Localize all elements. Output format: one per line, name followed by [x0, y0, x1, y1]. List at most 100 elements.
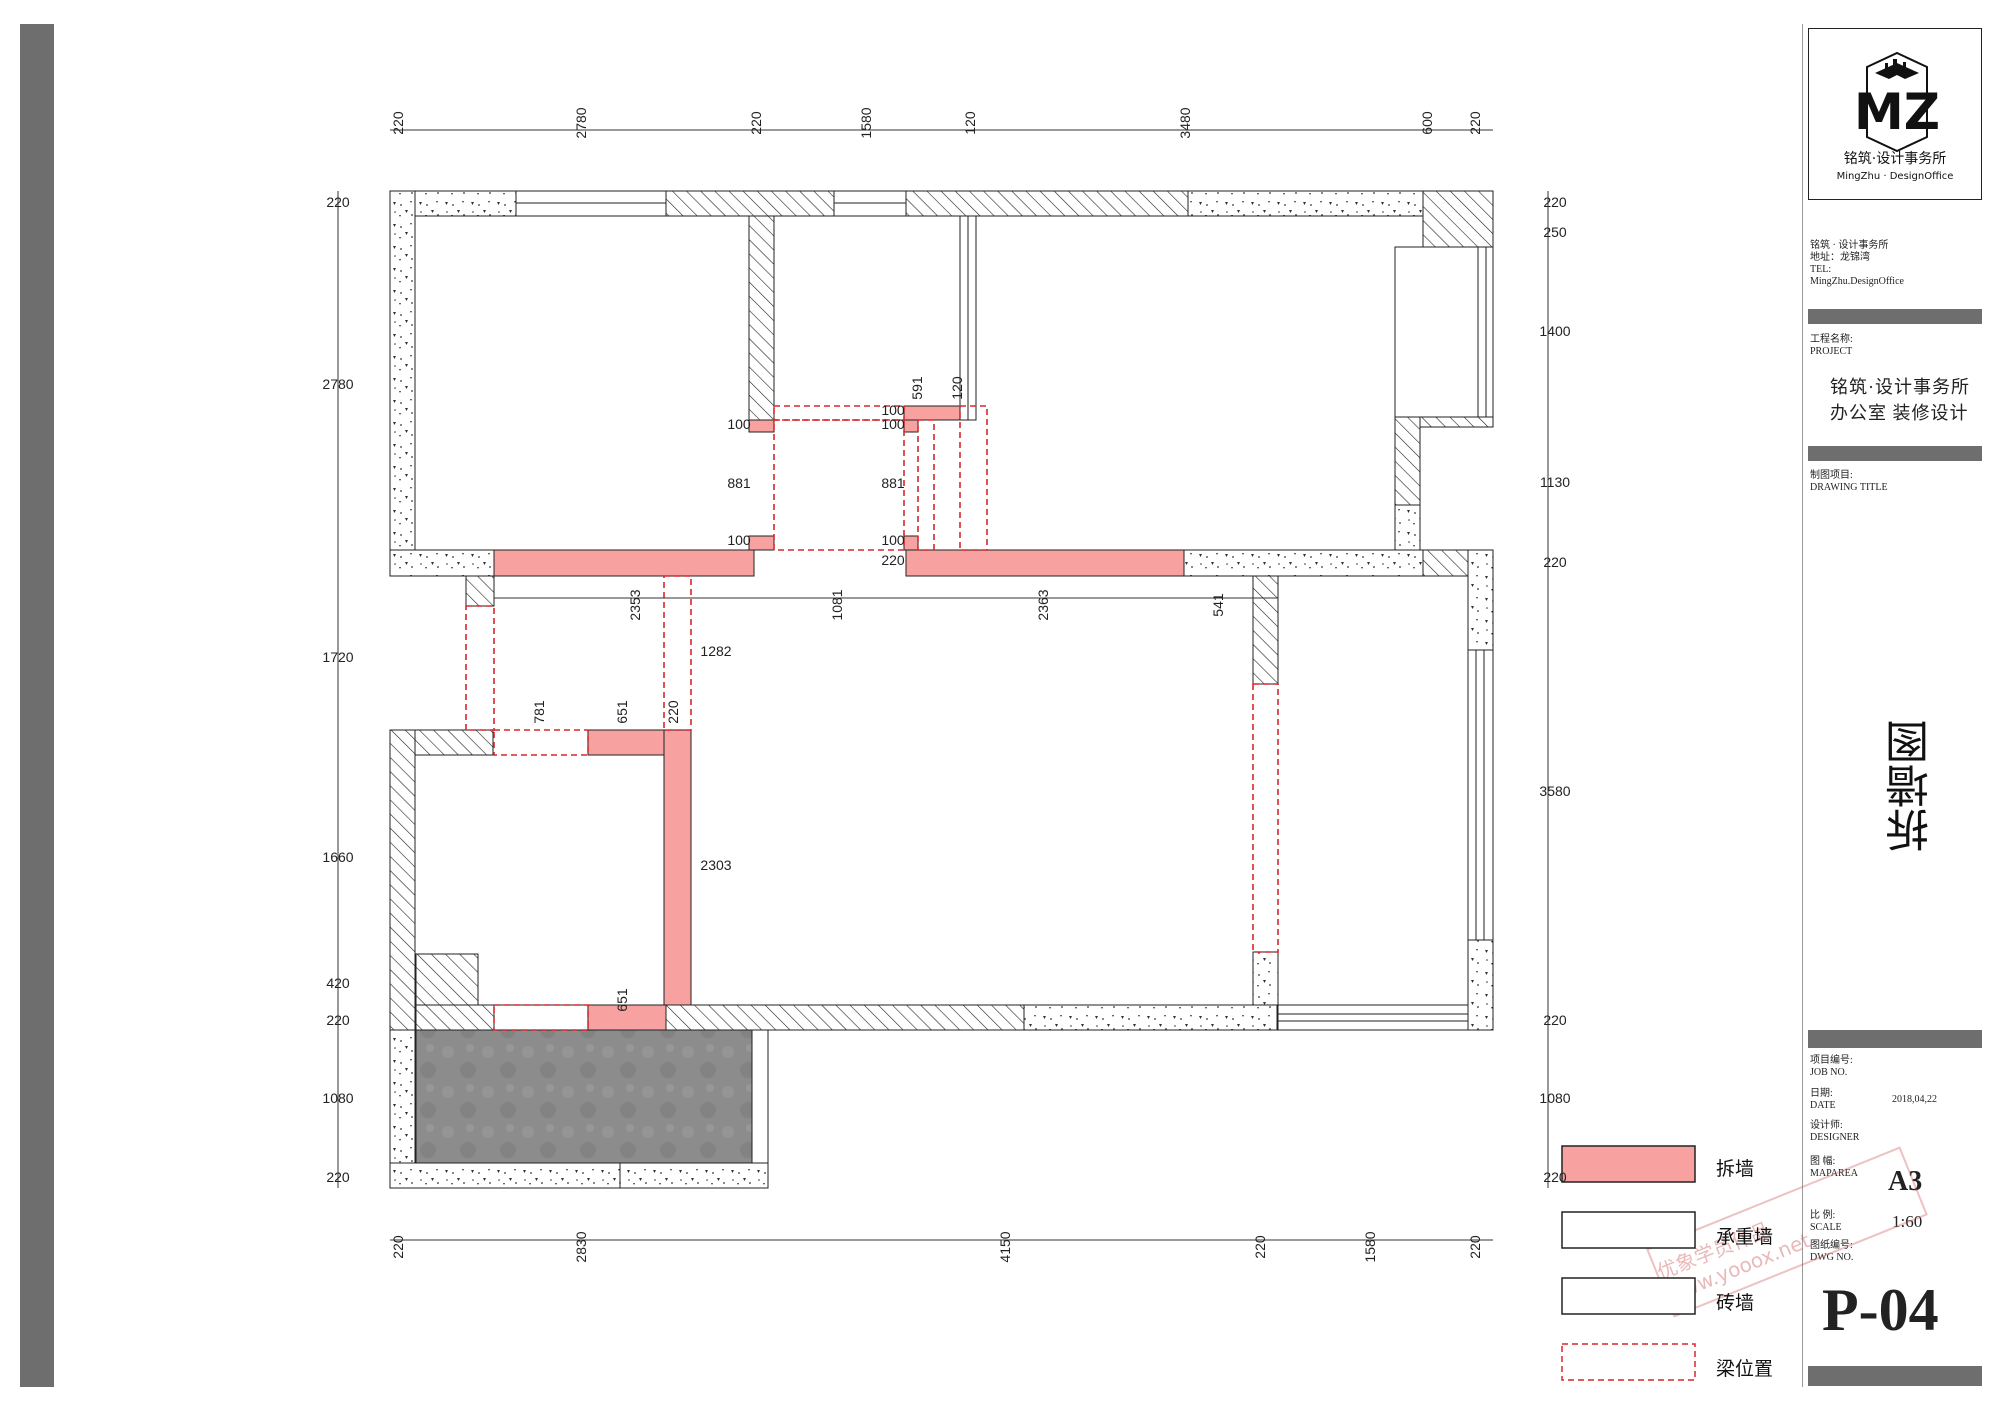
scale-cn: 比 例:	[1810, 1210, 1836, 1221]
dim-bottom-label: 220	[1467, 1235, 1483, 1259]
dim-right-label: 1080	[1539, 1090, 1570, 1106]
dim-top-label: 2780	[573, 107, 589, 138]
legend-swatch-demolish	[1561, 1145, 1696, 1183]
dim-left-label: 1720	[322, 649, 353, 665]
designer-cn: 设计师:	[1810, 1120, 1843, 1131]
dim-right-label: 220	[1543, 194, 1567, 210]
scale-en: SCALE	[1810, 1222, 1842, 1233]
dim-interior-label: 2353	[627, 589, 643, 620]
maparea-cn: 图 幅:	[1810, 1156, 1836, 1167]
dim-interior-label: 220	[665, 700, 681, 724]
dim-bottom-label: 2830	[573, 1231, 589, 1262]
dim-interior-label: 2303	[700, 857, 731, 873]
legend-swatch-brick	[1561, 1277, 1696, 1315]
dim-bottom-label: 220	[390, 1235, 406, 1259]
legend-label-bearing: 承重墙	[1716, 1226, 1774, 1248]
project-label-en: PROJECT	[1810, 346, 1853, 357]
dim-left-label: 2780	[322, 376, 353, 392]
dim-right-label: 220	[1543, 1169, 1567, 1185]
job-no-cn: 项目编号:	[1810, 1055, 1853, 1066]
date-cn: 日期:	[1810, 1088, 1833, 1099]
dim-interior-label: 651	[614, 988, 630, 1012]
dim-interior-label: 1282	[700, 643, 731, 659]
dim-interior-label: 100	[727, 416, 751, 432]
maparea-value: A3	[1888, 1166, 1923, 1197]
svg-text:MZ: MZ	[1854, 83, 1940, 141]
maparea-en: MAPAREA	[1810, 1168, 1858, 1179]
dim-left-label: 1080	[322, 1090, 353, 1106]
project-line-2: 办公室 装修设计	[1830, 403, 1969, 423]
project-label: 工程名称: PROJECT	[1810, 334, 1853, 358]
date-value: 2018,04,22	[1892, 1094, 1937, 1105]
office-site: MingZhu.DesignOffice	[1810, 276, 1904, 287]
maparea-row: 图 幅: MAPAREA	[1810, 1156, 1858, 1180]
dim-right-label: 220	[1543, 1012, 1567, 1028]
dim-right-label: 1400	[1539, 323, 1570, 339]
dim-left-label: 220	[326, 1169, 350, 1185]
dim-interior-label: 1081	[829, 589, 845, 620]
dim-bottom-label: 220	[1252, 1235, 1268, 1259]
dim-left-label: 220	[326, 1012, 350, 1028]
scale-row: 比 例: SCALE	[1810, 1210, 1842, 1234]
legend-label-beam: 梁位置	[1716, 1358, 1774, 1380]
dim-interior-label: 881	[727, 475, 751, 491]
date-row: 日期: DATE	[1810, 1088, 1836, 1112]
dimension-lines	[337, 129, 1549, 1241]
dwg-en: DWG NO.	[1810, 1252, 1854, 1263]
office-tel: TEL:	[1810, 264, 1832, 275]
beam-layer	[465, 405, 1279, 1031]
dim-interior-label: 100	[881, 402, 905, 418]
job-no: 项目编号: JOB NO.	[1810, 1055, 1853, 1079]
dim-left-label: 420	[326, 975, 350, 991]
dim-interior-label: 781	[531, 700, 547, 724]
bar-1	[1808, 309, 1982, 324]
office-info: 铭筑 · 设计事务所 地址：龙锦湾 TEL: MingZhu.DesignOff…	[1810, 240, 1904, 288]
job-no-en: JOB NO.	[1810, 1067, 1848, 1078]
dim-right-label: 1130	[1540, 474, 1570, 490]
dim-top-label: 220	[1467, 111, 1483, 135]
dim-top-label: 1580	[858, 107, 874, 138]
dim-right-label: 250	[1543, 224, 1567, 240]
dim-right-label: 3580	[1539, 783, 1570, 799]
legend-swatch-bearing	[1561, 1211, 1696, 1249]
project-line-1: 铭筑·设计事务所	[1830, 377, 1970, 397]
svg-text:MingZhu · DesignOffice: MingZhu · DesignOffice	[1837, 171, 1954, 182]
dim-interior-label: 2363	[1035, 589, 1051, 620]
dim-interior-label: 220	[881, 552, 905, 568]
dim-top-label: 220	[748, 111, 764, 135]
dim-bottom-label: 1580	[1362, 1231, 1378, 1262]
drawing-title-label-cn: 制图项目:	[1810, 470, 1853, 481]
office-name: 铭筑 · 设计事务所	[1810, 240, 1889, 251]
dim-top-label: 220	[390, 111, 406, 135]
svg-text:铭筑·设计事务所: 铭筑·设计事务所	[1844, 151, 1946, 167]
dim-interior-label: 100	[881, 532, 905, 548]
dim-interior-label: 120	[949, 376, 965, 400]
left-frame-bar	[20, 24, 54, 1387]
balcony-floor	[415, 1029, 753, 1164]
drawing-title-label: 制图项目: DRAWING TITLE	[1810, 470, 1888, 494]
drawing-title: 拆墙图	[1886, 720, 1937, 852]
dim-interior-label: 100	[727, 532, 751, 548]
dim-interior-label: 100	[881, 416, 905, 432]
dim-right-label: 220	[1543, 554, 1567, 570]
titleblock-line	[1802, 24, 1803, 1387]
dim-interior-label: 881	[881, 475, 905, 491]
designer-en: DESIGNER	[1810, 1132, 1860, 1143]
legend-swatches	[1561, 1145, 1696, 1381]
logo-icon: MZ 铭筑·设计事务所 MingZhu · DesignOffice	[1837, 51, 1954, 182]
project-label-cn: 工程名称:	[1810, 334, 1853, 345]
dwg-row: 图纸编号: DWG NO.	[1810, 1240, 1853, 1264]
scale-value: 1:60	[1892, 1212, 1923, 1231]
project-name: 铭筑·设计事务所 办公室 装修设计	[1830, 374, 1970, 426]
dim-interior-label: 591	[909, 376, 925, 400]
designer-row: 设计师: DESIGNER	[1810, 1120, 1859, 1144]
legend-label-demolish: 拆墙	[1716, 1158, 1755, 1180]
date-en: DATE	[1810, 1100, 1836, 1111]
drawing-title-label-en: DRAWING TITLE	[1810, 482, 1888, 493]
dim-left-label: 220	[326, 194, 350, 210]
dim-top-label: 3480	[1177, 107, 1193, 138]
bar-3	[1808, 1030, 1982, 1048]
dim-interior-label: 541	[1210, 593, 1226, 617]
dwg-cn: 图纸编号:	[1810, 1240, 1853, 1251]
